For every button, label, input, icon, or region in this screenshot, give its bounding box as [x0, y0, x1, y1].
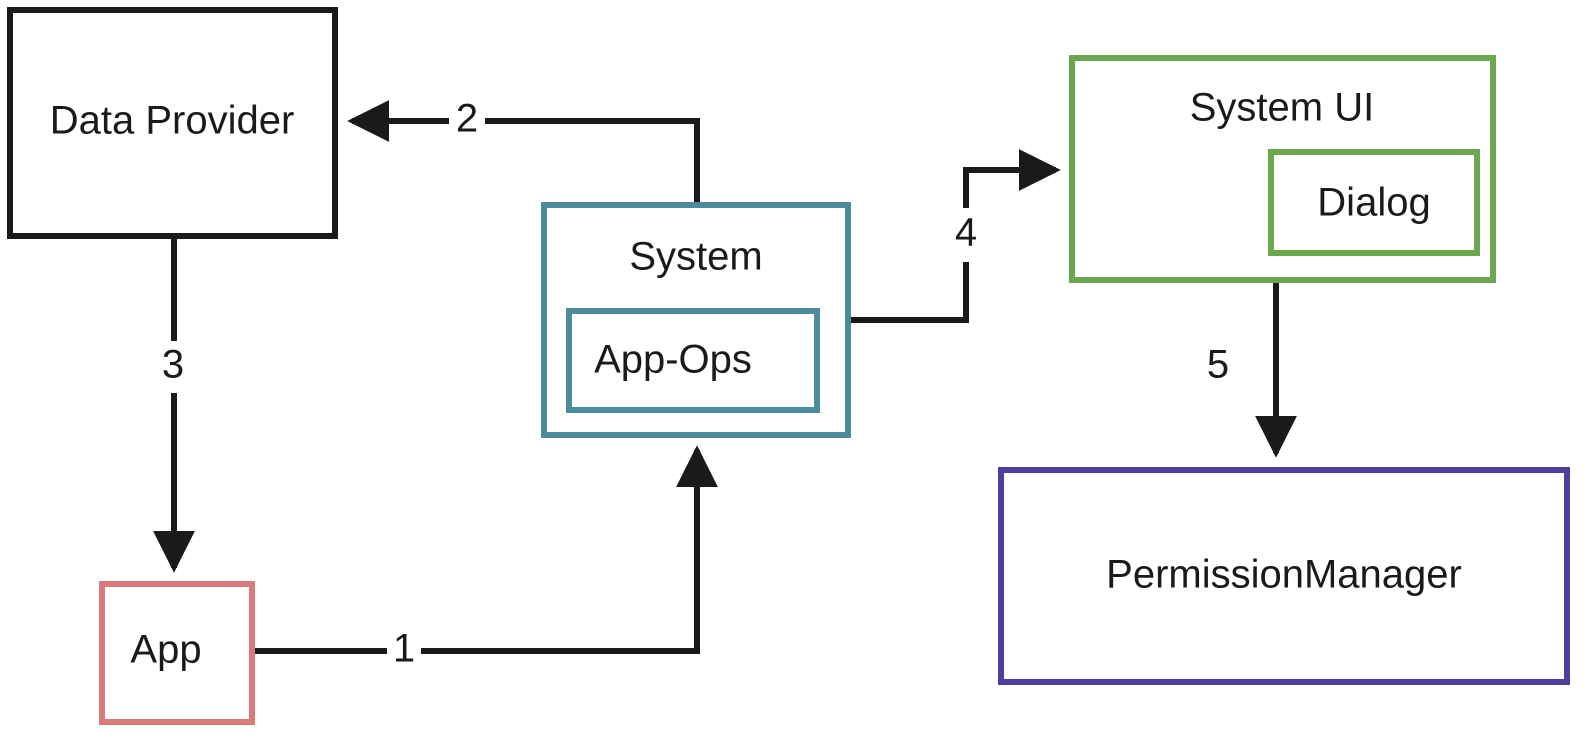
node-app-label: App: [130, 628, 201, 672]
node-data-provider-rect[interactable]: [7, 7, 338, 239]
edge-3-label: 3: [162, 343, 184, 387]
node-permission-manager[interactable]: PermissionManager: [998, 467, 1570, 685]
node-data-provider-label: Data Provider: [50, 99, 295, 143]
edge-5: 5: [1207, 280, 1297, 458]
node-data-provider[interactable]: Data Provider: [7, 7, 338, 239]
edge-2-label: 2: [456, 97, 478, 141]
node-permission-manager-label: PermissionManager: [1106, 553, 1462, 597]
edge-3: 3: [153, 236, 195, 573]
node-app-rect[interactable]: [99, 581, 255, 725]
edge-2-label-bg: [449, 101, 485, 141]
edge-4-label-bg: [949, 208, 983, 262]
edges-layer: 1 2 3 4 5: [153, 97, 1297, 671]
node-app-ops[interactable]: App-Ops: [566, 308, 820, 413]
edge-1-label: 1: [393, 627, 415, 671]
node-dialog-label: Dialog: [1317, 181, 1430, 225]
edge-5-label: 5: [1207, 343, 1229, 387]
edge-1-path: [255, 445, 718, 654]
edge-3-label-bg: [156, 341, 190, 393]
node-app-ops-label: App-Ops: [594, 338, 752, 382]
node-permission-manager-rect[interactable]: [998, 467, 1570, 685]
node-app[interactable]: App: [99, 581, 255, 725]
node-system-label: System: [629, 235, 762, 279]
node-app-ops-rect[interactable]: [566, 308, 820, 413]
edge-4: 4: [848, 149, 1061, 323]
nodes-layer: Data Provider System App-Ops System UI D…: [7, 7, 1570, 725]
edge-2: 2: [347, 97, 700, 205]
edge-2-path: [347, 100, 700, 205]
node-dialog-rect[interactable]: [1268, 149, 1480, 256]
edge-4-label: 4: [955, 211, 977, 255]
edge-1-label-bg: [387, 631, 421, 671]
edge-1: 1: [255, 445, 718, 671]
node-system-ui-label: System UI: [1190, 86, 1374, 130]
node-dialog[interactable]: Dialog: [1268, 149, 1480, 256]
